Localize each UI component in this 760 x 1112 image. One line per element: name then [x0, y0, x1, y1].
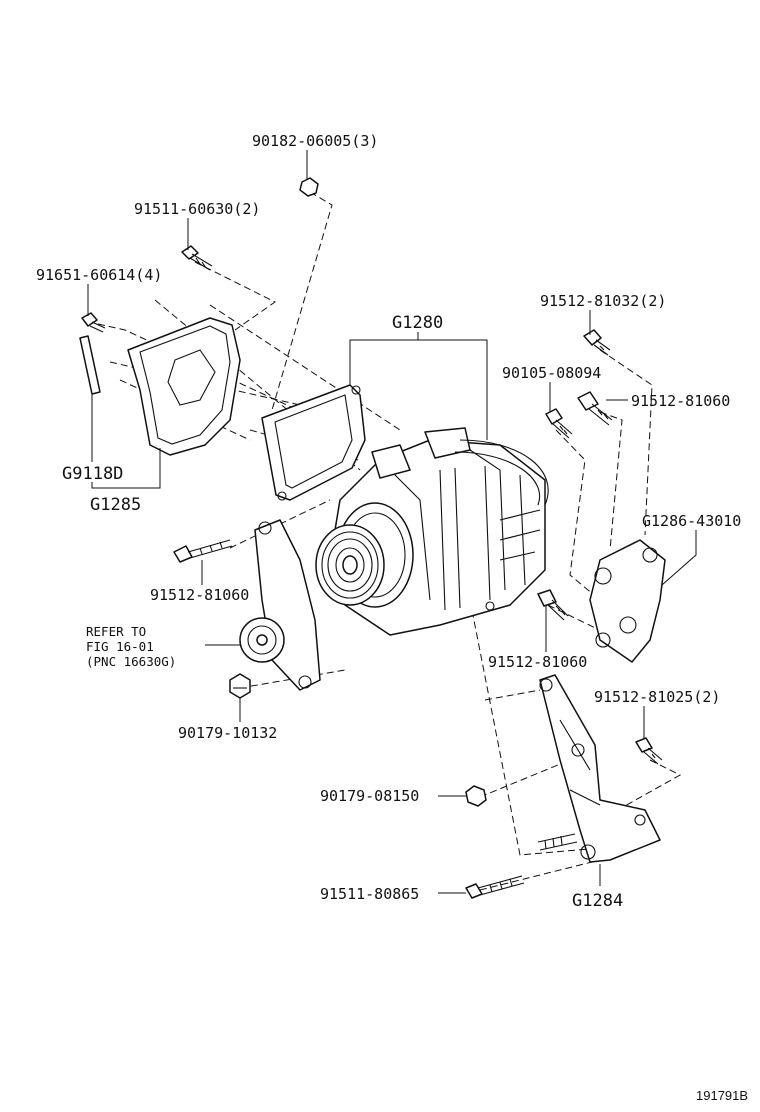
- refer-note-line1: REFER TO: [86, 624, 146, 639]
- alternator-bracket-left: [254, 519, 321, 691]
- idler-pulley: [239, 617, 285, 663]
- callout-91651-60614: 91651-60614(4): [36, 266, 162, 284]
- callout-91511-60630: 91511-60630(2): [134, 200, 260, 218]
- bolt-91511-80865: [465, 875, 525, 899]
- figure-id: 191791B: [696, 1088, 748, 1103]
- refer-note-line2: FIG 16-01: [86, 639, 154, 654]
- callout-g1284: G1284: [572, 891, 623, 911]
- bolt-91512-81060-left: [173, 539, 233, 563]
- gasket-g9118d: [79, 335, 101, 395]
- callout-91512-81060-center: 91512-81060: [488, 653, 587, 671]
- callout-labels: 90182-06005(3) 91511-60630(2) 91651-6061…: [36, 132, 748, 1103]
- fasteners: [81, 177, 663, 899]
- bolt-90105-08094: [545, 408, 573, 439]
- nut-90179-10132: [229, 673, 251, 699]
- refer-note-line3: (PNC 16630G): [86, 654, 176, 669]
- nut-90179-08150: [465, 785, 487, 807]
- bolt-91512-81060-center: [537, 589, 569, 621]
- callout-g1285: G1285: [90, 495, 141, 515]
- callout-g1280: G1280: [392, 313, 443, 333]
- bolt-91512-81025: [635, 737, 663, 765]
- bracket-g1284: [539, 674, 661, 863]
- callout-90105-08094: 90105-08094: [502, 364, 601, 382]
- bolt-91512-81032: [583, 329, 611, 356]
- bracket-g1286: [589, 539, 666, 663]
- stud-g1284: [537, 833, 578, 851]
- callout-91511-80865: 91511-80865: [320, 885, 419, 903]
- alternator-assembly: [315, 427, 549, 636]
- bolt-91651-60614: [81, 312, 106, 333]
- callout-91512-81060-left: 91512-81060: [150, 586, 249, 604]
- callout-91512-81060-right: 91512-81060: [631, 392, 730, 410]
- callout-90179-10132: 90179-10132: [178, 724, 277, 742]
- callout-g1286-43010: G1286-43010: [642, 512, 741, 530]
- leader-lines: [87, 150, 697, 894]
- callout-g9118d: G9118D: [62, 464, 123, 484]
- nut-90182-06005: [299, 177, 319, 197]
- bolt-91511-60630: [181, 245, 213, 271]
- cover-g1285: [127, 317, 241, 456]
- bolt-91512-81060-right: [577, 391, 613, 426]
- callout-91512-81025: 91512-81025(2): [594, 688, 720, 706]
- alternator-cover-g1280: [261, 384, 366, 501]
- callout-91512-81032: 91512-81032(2): [540, 292, 666, 310]
- callout-90179-08150: 90179-08150: [320, 787, 419, 805]
- callout-90182-06005: 90182-06005(3): [252, 132, 378, 150]
